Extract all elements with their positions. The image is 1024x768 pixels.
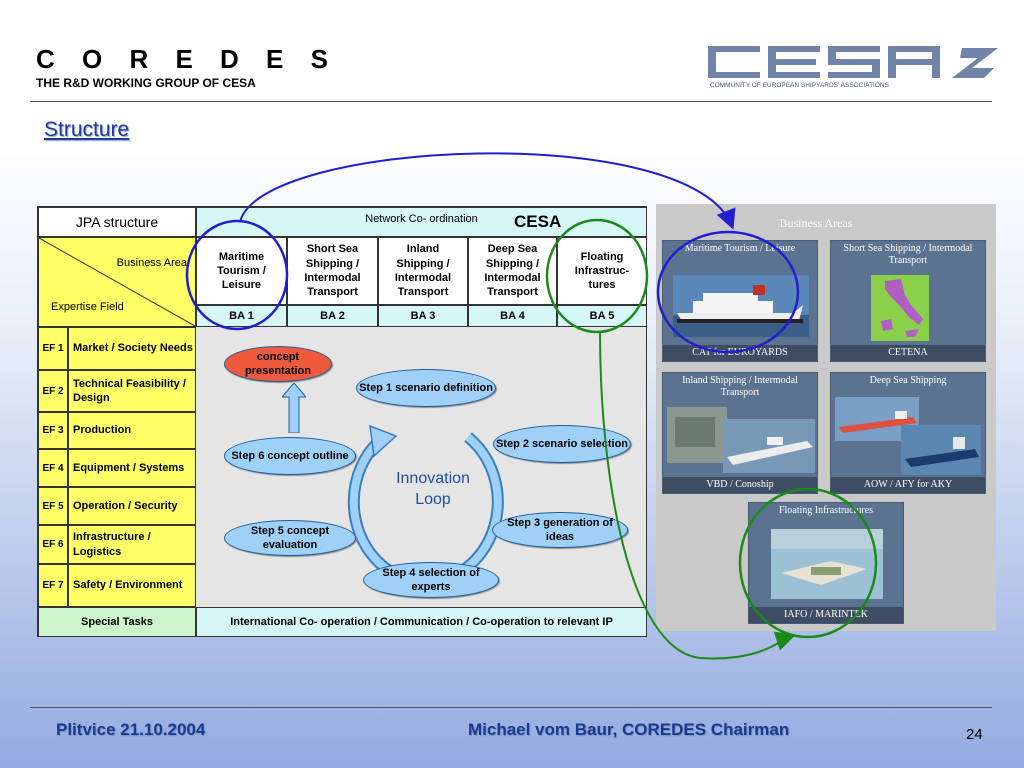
page-number: 24 — [966, 726, 983, 743]
ef-code: EF 2 — [38, 370, 68, 412]
cesa-logo: COMMUNITY OF EUROPEAN SHIPYARDS' ASSOCIA… — [700, 40, 1005, 90]
header-divider — [30, 101, 992, 102]
ba-code: BA 4 — [468, 305, 557, 327]
business-areas-panel: Business Areas Maritime Tourism / Leisur… — [656, 204, 996, 631]
ef-code: EF 4 — [38, 449, 68, 487]
footer-presenter: Michael vom Baur, COREDES Chairman — [468, 720, 790, 739]
ba-card-deep-sea[interactable]: Deep Sea Shipping AOW / AFY for AKY — [830, 372, 986, 494]
ba-card-footer: CETENA — [831, 345, 985, 361]
highlight-circle-ba5 — [545, 218, 649, 334]
ba-card-title: Inland Shipping / Intermodal Transport — [682, 375, 798, 398]
ba-card-inland-shipping[interactable]: Inland Shipping / Intermodal Transport V… — [662, 372, 818, 494]
ba-column-header: Maritime Tourism / Leisure — [196, 237, 287, 305]
ef-label: Equipment / Systems — [68, 449, 196, 487]
ef-code: EF 5 — [38, 487, 68, 525]
ba-card-floating-infrastructures[interactable]: Floating Infrastructures IAFO / MARINTEK — [748, 502, 904, 624]
ef-code: EF 6 — [38, 525, 68, 564]
ba-card-title: Deep Sea Shipping — [869, 375, 947, 386]
innovation-loop-label: Innovation Loop — [396, 470, 470, 508]
step6-oval: Step 6 concept outline — [224, 437, 356, 475]
corner-diagonal — [39, 238, 195, 326]
highlight-circle-ba1 — [185, 219, 289, 331]
step1-oval: Step 1 scenario definition — [356, 369, 496, 407]
ba-card-title: Floating Infrastructures — [778, 505, 874, 516]
inland-ship-image — [667, 407, 815, 473]
footer-location-date: Plitvice 21.10.2004 — [56, 720, 206, 739]
ef-label: Safety / Environment — [68, 564, 196, 607]
network-coordination-header: Network Co- ordination — [196, 207, 647, 237]
special-tasks-cell: Special Tasks — [38, 607, 196, 637]
slide-heading: Structure — [44, 118, 130, 141]
step5-oval: Step 5 concept evaluation — [224, 520, 356, 556]
special-tasks-text: Special Tasks — [81, 615, 153, 628]
jpa-structure-text: JPA structure — [75, 213, 159, 230]
ba-code: BA 2 — [287, 305, 378, 327]
ba-column-header: Floating Infrastruc- tures — [557, 237, 647, 305]
cooperation-text: International Co- operation / Communicat… — [230, 615, 613, 628]
matrix-corner: Business Area Expertise Field — [38, 237, 196, 327]
cooperation-cell: International Co- operation / Communicat… — [196, 607, 647, 637]
expertise-field-label: Expertise Field — [51, 301, 124, 313]
arrow-ba5-to-floating — [599, 331, 796, 660]
ef-label: Operation / Security — [68, 487, 196, 525]
ba-column-header: Inland Shipping / Intermodal Transport — [378, 237, 468, 305]
highlight-circle-floating — [738, 487, 878, 639]
italy-map-image — [871, 275, 929, 341]
arrow-ba1-to-maritime — [239, 152, 736, 230]
ef-label: Production — [68, 412, 196, 449]
cesa-label: CESA — [514, 212, 562, 231]
presentation-subtitle: THE R&D WORKING GROUP OF CESA — [36, 76, 256, 90]
ba-card-footer: VBD / Conoship — [663, 477, 817, 493]
business-areas-title: Business Areas — [779, 216, 853, 230]
jpa-structure-label: JPA structure — [38, 207, 196, 237]
jpa-structure-table: JPA structure Network Co- ordination CES… — [37, 206, 647, 637]
up-arrow — [282, 383, 306, 433]
ba-card-title: Maritime Tourism / Leisure — [684, 243, 796, 254]
highlight-circle-maritime — [656, 230, 800, 354]
step3-oval: Step 3 generation of ideas — [492, 512, 628, 548]
ef-code: EF 3 — [38, 412, 68, 449]
business-area-label: Business Area — [116, 257, 187, 269]
ef-label: Technical Feasibility / Design — [68, 370, 196, 412]
network-coordination-text: Network Co- ordination — [365, 213, 478, 225]
ba-card-short-sea[interactable]: Short Sea Shipping / Intermodal Transpor… — [830, 240, 986, 362]
logo-tagline: COMMUNITY OF EUROPEAN SHIPYARDS' ASSOCIA… — [710, 82, 890, 89]
ef-code: EF 7 — [38, 564, 68, 607]
ba-column-header: Short Sea Shipping / Intermodal Transpor… — [287, 237, 378, 305]
ba-card-title: Short Sea Shipping / Intermodal Transpor… — [843, 243, 973, 266]
ef-label: Infrastructure / Logistics — [68, 525, 196, 564]
floating-infrastructure-image — [771, 529, 883, 599]
ba-card-footer: AOW / AFY for AKY — [831, 477, 985, 493]
concept-presentation-oval: concept presentation — [224, 346, 332, 382]
ba-card-footer: IAFO / MARINTEK — [749, 607, 903, 623]
ba-column-header: Deep Sea Shipping / Intermodal Transport — [468, 237, 557, 305]
ba-code: BA 3 — [378, 305, 468, 327]
step4-oval: Step 4 selection of experts — [363, 562, 499, 598]
deep-sea-ship-image — [835, 397, 981, 475]
presentation-title: C O R E D E S — [36, 44, 338, 74]
ef-code: EF 1 — [38, 327, 68, 370]
ef-label: Market / Society Needs — [68, 327, 196, 370]
footer-divider — [30, 707, 992, 708]
